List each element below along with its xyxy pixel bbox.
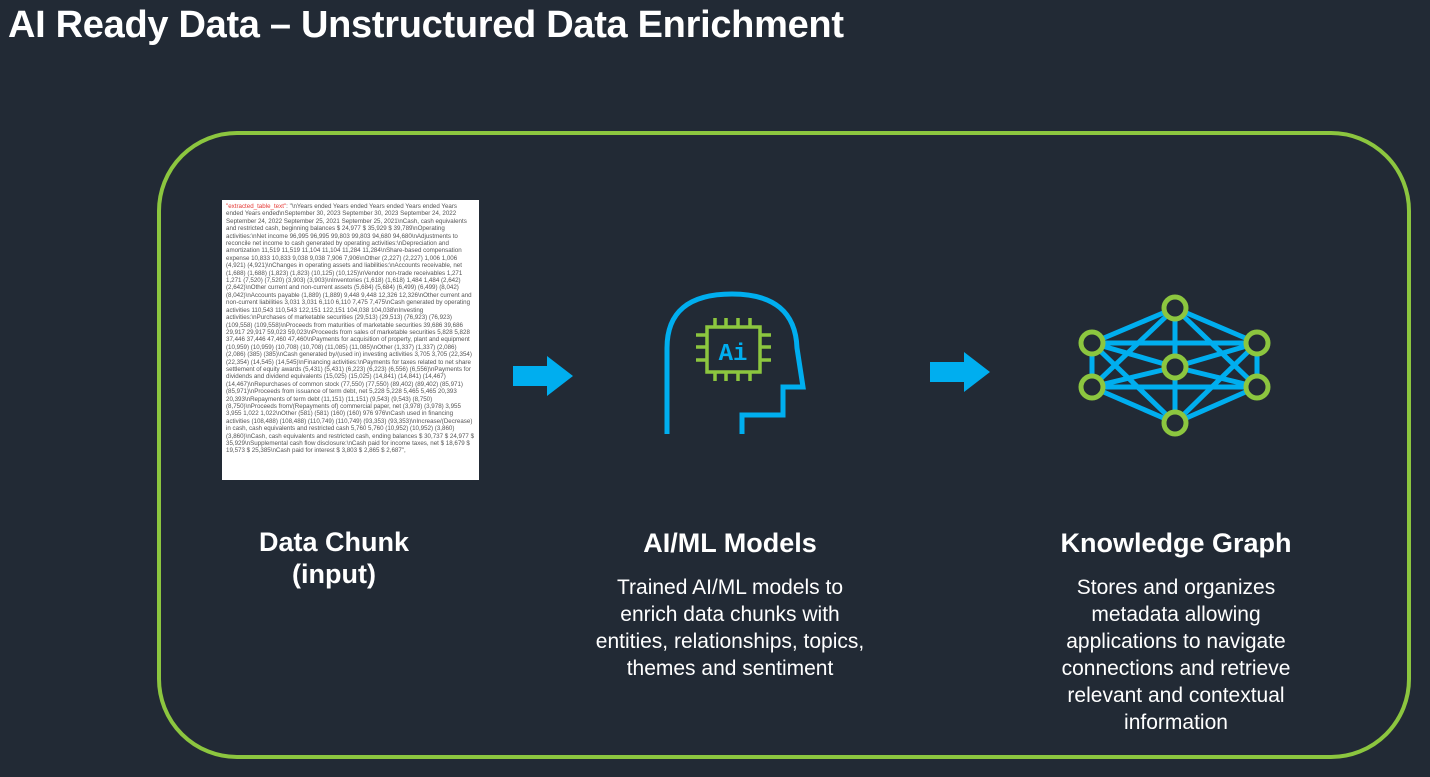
step-heading-knowledge-graph: Knowledge Graph [1060, 528, 1292, 558]
arrow-right-icon [930, 352, 990, 392]
process-frame [157, 131, 1411, 759]
ai-head-icon: Ai [664, 291, 806, 434]
data-chunk-document: "extracted_table_text": "\nYears ended Y… [222, 200, 479, 480]
step-heading-data-chunk: Data Chunk (input) [214, 526, 454, 590]
document-text: : "\nYears ended Years ended Years ended… [226, 203, 475, 455]
heading-line: Data Chunk [258, 527, 410, 557]
document-key: "extracted_table_text" [226, 203, 287, 210]
knowledge-graph-icon [1078, 294, 1271, 437]
step-description-ai-ml-models: Trained AI/ML models to enrich data chun… [595, 576, 865, 680]
step-description-knowledge-graph: Stores and organizes metadata allowing a… [1061, 576, 1291, 734]
step-heading-ai-ml-models: AI/ML Models [643, 528, 817, 558]
chip-icon [696, 318, 771, 381]
heading-line: (input) [292, 559, 376, 589]
slide-title: AI Ready Data – Unstructured Data Enrich… [8, 4, 844, 46]
chip-label: Ai [719, 341, 748, 368]
arrow-right-icon [513, 356, 573, 396]
